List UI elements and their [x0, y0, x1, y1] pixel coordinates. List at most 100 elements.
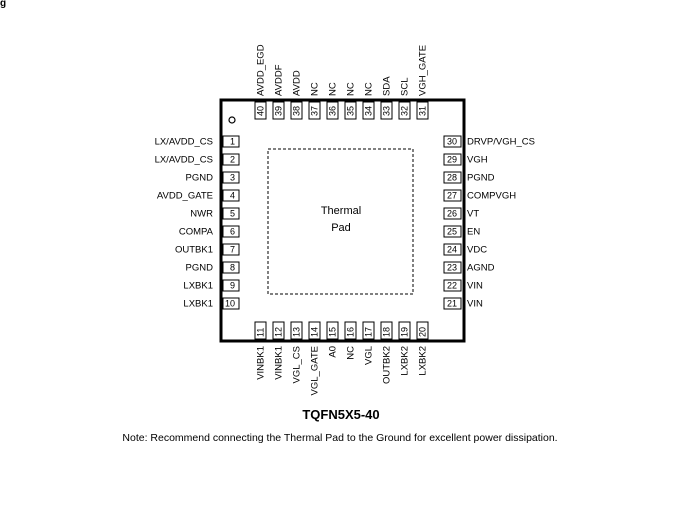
- pin-number: 4: [230, 191, 235, 201]
- pin-number: 11: [256, 328, 266, 337]
- bottom-pin-pad: [416, 321, 429, 340]
- pin-number: 34: [364, 106, 374, 116]
- pin-number: 33: [382, 106, 392, 116]
- pin-number: 38: [292, 106, 302, 116]
- pin-number: 15: [328, 327, 338, 337]
- pin-name: COMPVGH: [467, 191, 516, 202]
- pin-number: 29: [447, 155, 457, 165]
- left-pin-pad: [222, 207, 240, 220]
- right-pin-pad: [443, 243, 462, 256]
- pin-name: DRVP/VGH_CS: [467, 137, 535, 148]
- pin-name: NC: [346, 82, 357, 96]
- pin-number: 37: [310, 106, 320, 116]
- pin-name: VIN: [467, 299, 483, 310]
- left-pin-pad: [222, 171, 240, 184]
- bottom-pin-pad: [272, 321, 285, 340]
- pin-name: VIN: [467, 281, 483, 292]
- pin-number: 5: [230, 209, 235, 219]
- pin1-marker: [228, 116, 236, 124]
- pin-name: VGL: [364, 346, 375, 365]
- pin-name: EN: [467, 227, 480, 238]
- right-pin-pad: [443, 135, 462, 148]
- pin-name: NC: [364, 82, 375, 96]
- thermal-pad-label-line1: Thermal: [321, 205, 361, 217]
- top-pin-pad: [326, 101, 339, 120]
- top-pins: 40AVDD_EGD39AVDDF38AVDD37NC36NC35NC34NC3…: [254, 44, 429, 120]
- right-pin-pad: [443, 189, 462, 202]
- thermal-pad: [267, 148, 414, 295]
- pin-number: 20: [418, 327, 428, 337]
- bottom-pin-pad: [398, 321, 411, 340]
- pin-number: 3: [230, 173, 235, 183]
- pin-name: AVDD_GATE: [157, 191, 213, 202]
- pin-number: 30: [447, 137, 457, 147]
- pin-name: AVDD: [292, 70, 303, 96]
- pin-number: 10: [225, 299, 235, 309]
- pin-name: VT: [467, 209, 479, 220]
- left-pin-pad: [222, 297, 240, 310]
- pin-name: NWR: [190, 209, 213, 220]
- pin-name: AVDD_EGD: [256, 44, 267, 96]
- pin-name: AVDDF: [274, 64, 285, 96]
- pin-name: OUTBK1: [175, 245, 213, 256]
- thermal-pad-label-line2: Pad: [331, 222, 351, 234]
- pin-number: 36: [328, 106, 338, 116]
- pin-number: 12: [274, 327, 284, 337]
- pin-number: 26: [447, 209, 457, 219]
- thermal-pad-note: Note: Recommend connecting the Thermal P…: [122, 432, 557, 444]
- left-pins: 1LX/AVDD_CS2LX/AVDD_CS3PGND4AVDD_GATE5NW…: [155, 135, 240, 310]
- left-pin-pad: [222, 279, 240, 292]
- right-pin-pad: [443, 297, 462, 310]
- left-pin-pad: [222, 189, 240, 202]
- pin-name: LX/AVDD_CS: [155, 137, 213, 148]
- pin-number: 25: [447, 227, 457, 237]
- pin-name: VGH_GATE: [418, 45, 429, 96]
- top-pin-pad: [290, 101, 303, 120]
- pin-number: 14: [310, 327, 320, 337]
- pin-number: 13: [292, 327, 302, 337]
- pin-number: 24: [447, 245, 457, 255]
- bottom-pin-pad: [326, 321, 339, 340]
- pin-number: 18: [382, 327, 392, 337]
- right-pin-pad: [443, 171, 462, 184]
- bottom-pin-pad: [308, 321, 321, 340]
- right-pin-pad: [443, 207, 462, 220]
- top-pin-pad: [344, 101, 357, 120]
- pin-name: LXBK2: [400, 346, 411, 376]
- left-pin-pad: [222, 225, 240, 238]
- pin-number: 21: [447, 299, 457, 309]
- pin-name: AGND: [467, 263, 495, 274]
- pin-number: 16: [346, 327, 356, 337]
- pin-name: A0: [328, 346, 339, 358]
- pin-name: PGND: [467, 173, 495, 184]
- pin-number: 17: [364, 327, 374, 337]
- right-pin-pad: [443, 261, 462, 274]
- pin-number: 2: [230, 155, 235, 165]
- package-name: TQFN5X5-40: [302, 407, 379, 422]
- pin-name: NC: [310, 82, 321, 96]
- pin-name: PGND: [186, 263, 214, 274]
- pin-number: 31: [418, 106, 428, 116]
- pin-name: OUTBK2: [382, 346, 393, 384]
- heading-fragment: g: [0, 0, 6, 9]
- pin-name: VINBK1: [256, 346, 267, 380]
- right-pin-pad: [443, 153, 462, 166]
- top-pin-pad: [380, 101, 393, 120]
- bottom-pin-pad: [290, 321, 303, 340]
- bottom-pin-pad: [380, 321, 393, 340]
- pin-name: NC: [328, 82, 339, 96]
- right-pin-pad: [443, 225, 462, 238]
- left-pin-pad: [222, 243, 240, 256]
- top-pin-pad: [362, 101, 375, 120]
- pin-name: PGND: [186, 173, 214, 184]
- pin-name: LXBK2: [418, 346, 429, 376]
- top-pin-pad: [308, 101, 321, 120]
- pin-name: VGL_GATE: [310, 346, 321, 395]
- pin-number: 7: [230, 245, 235, 255]
- top-pin-pad: [254, 101, 267, 120]
- pin-name: VINBK1: [274, 346, 285, 380]
- pin-name: VGL_CS: [292, 346, 303, 384]
- pin-name: LX/AVDD_CS: [155, 155, 213, 166]
- left-pin-pad: [222, 261, 240, 274]
